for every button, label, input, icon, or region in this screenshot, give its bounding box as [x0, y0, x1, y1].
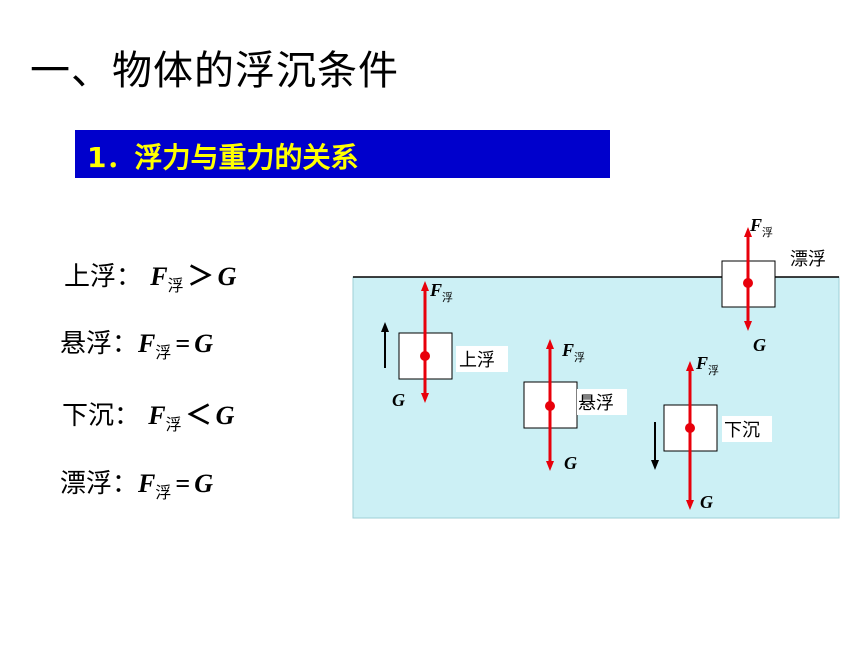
gravity-symbol: G — [194, 329, 213, 358]
force-symbol: F — [150, 262, 168, 291]
center-of-mass-dot — [685, 423, 695, 433]
label-box — [577, 389, 627, 415]
label-box — [722, 416, 772, 442]
force-subscript: 浮 — [442, 291, 453, 304]
relation-label: 下沉： — [62, 401, 141, 431]
relation-label: 上浮： — [64, 262, 143, 292]
relation-label: 悬浮： — [60, 329, 139, 359]
force-subscript: 浮 — [155, 343, 172, 362]
center-of-mass-dot — [420, 351, 430, 361]
force-symbol: F — [138, 469, 156, 498]
gravity-symbol: G — [564, 453, 577, 473]
gravity-symbol: G — [700, 492, 713, 512]
sinking-object: 下沉 F 浮 G — [651, 353, 772, 512]
sink-label: 下沉 — [724, 420, 760, 441]
force-subscript: 浮 — [155, 483, 172, 502]
center-of-mass-dot — [743, 278, 753, 288]
rising-object: 上浮 F 浮 G — [381, 280, 508, 410]
gravity-symbol: G — [215, 401, 235, 430]
force-symbol: F — [695, 353, 708, 373]
force-subscript: 浮 — [708, 364, 719, 377]
section-banner: 1．浮力与重力的关系 — [75, 130, 610, 178]
relation-sink: 下沉： F浮＜G — [62, 395, 235, 434]
force-symbol: F — [138, 329, 156, 358]
comparison-operator: = — [175, 329, 191, 358]
center-of-mass-dot — [545, 401, 555, 411]
force-subscript: 浮 — [762, 226, 773, 239]
label-box — [456, 346, 508, 372]
force-symbol: F — [749, 215, 762, 235]
gravity-symbol: G — [392, 390, 405, 410]
floating-object: 漂浮 F 浮 G — [721, 215, 826, 355]
relation-suspend: 悬浮：F浮=G — [60, 323, 213, 362]
force-subscript: 浮 — [574, 351, 585, 364]
relation-label: 漂浮： — [60, 469, 139, 499]
relation-float: 漂浮：F浮=G — [60, 463, 213, 502]
force-symbol: F — [429, 280, 442, 300]
relation-rise: 上浮： F浮＞G — [64, 256, 237, 295]
gravity-symbol: G — [217, 262, 237, 291]
section-heading: 1．浮力与重力的关系 — [87, 141, 359, 174]
suspend-label: 悬浮 — [578, 393, 614, 414]
float-label: 漂浮 — [790, 249, 826, 270]
force-symbol: F — [561, 340, 574, 360]
comparison-operator: ＞ — [187, 262, 214, 291]
page-title: 一、物体的浮沉条件 — [30, 48, 399, 94]
force-symbol: F — [148, 401, 166, 430]
comparison-operator: = — [175, 469, 191, 498]
gravity-symbol: G — [753, 335, 766, 355]
rise-label: 上浮 — [459, 350, 495, 371]
force-subscript: 浮 — [165, 415, 182, 434]
gravity-symbol: G — [194, 469, 213, 498]
comparison-operator: ＜ — [185, 401, 212, 430]
suspended-object: 悬浮 F 浮 G — [523, 339, 627, 473]
force-subscript: 浮 — [167, 276, 184, 295]
